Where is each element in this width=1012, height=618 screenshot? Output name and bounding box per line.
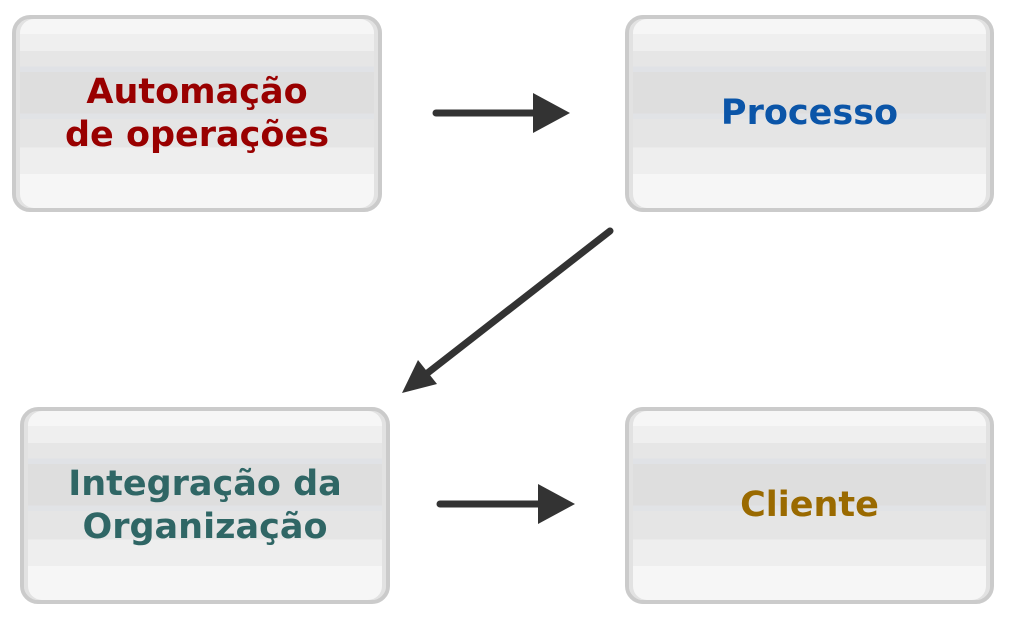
node-label: Processo <box>720 93 899 133</box>
node-integracao-da-organizacao: Integração da Organização <box>20 407 390 604</box>
node-label: Cliente <box>740 485 879 525</box>
arrowhead-icon <box>538 484 575 524</box>
node-label: Integração da Organização <box>68 463 342 547</box>
arrow-processo-to-integracao <box>402 227 614 393</box>
node-processo: Processo <box>625 15 994 212</box>
node-cliente: Cliente <box>625 407 994 604</box>
node-automacao-de-operacoes: Automação de operações <box>12 15 382 212</box>
arrow-shaft <box>421 227 614 379</box>
arrow-integracao-to-cliente <box>436 484 575 524</box>
arrowhead-icon <box>533 93 570 133</box>
arrowhead-icon <box>402 360 437 393</box>
node-label: Automação de operações <box>64 71 330 155</box>
arrow-automacao-to-processo <box>432 93 570 133</box>
